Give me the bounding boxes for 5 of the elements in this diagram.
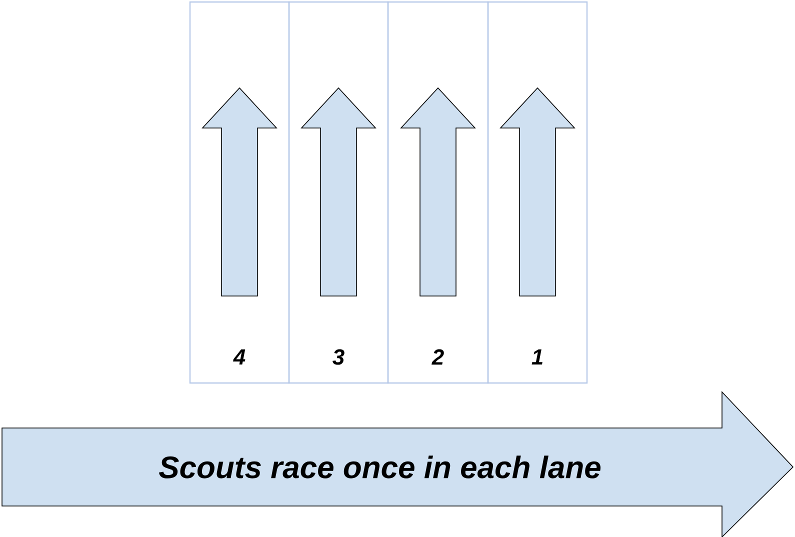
lane-box: 4 — [189, 1, 290, 384]
lane-box: 3 — [288, 1, 389, 384]
lane-box: 1 — [487, 1, 588, 384]
arrow-banner: Scouts race once in each lane — [2, 390, 794, 537]
lane-box: 2 — [387, 1, 489, 384]
